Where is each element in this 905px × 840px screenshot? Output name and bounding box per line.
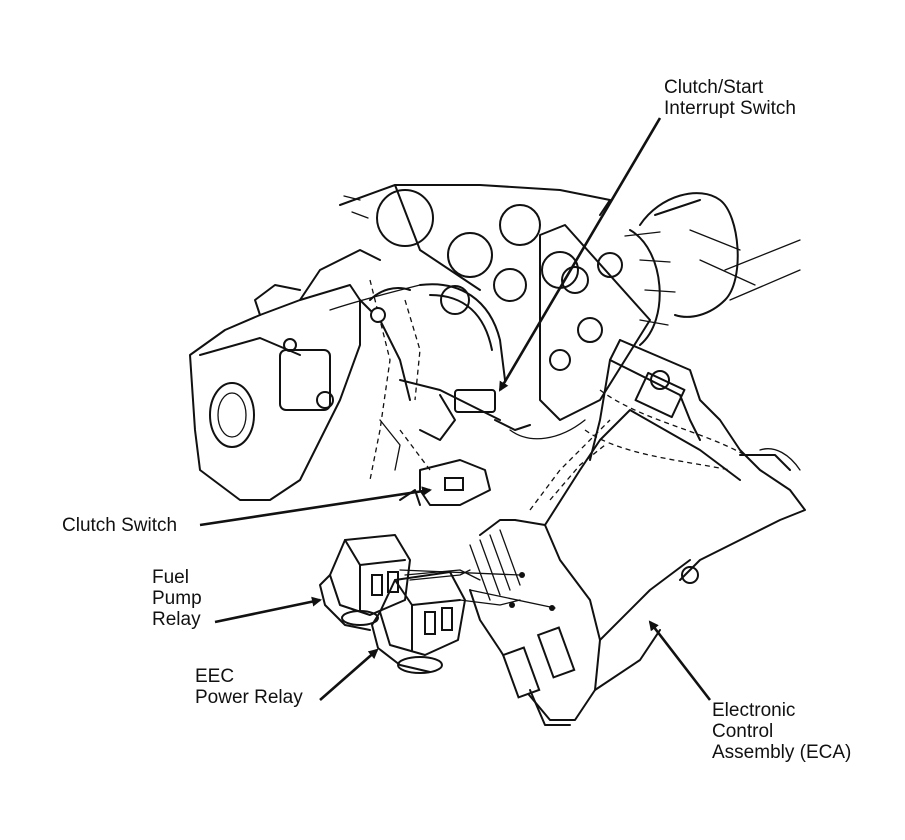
engine-block-panel [339,184,611,315]
label-line: Clutch/Start [664,77,764,98]
label-clutch-start-interrupt-switch: Clutch/Start Interrupt Switch [664,77,796,119]
label-line: Clutch Switch [62,515,178,536]
leader-eec-power-relay [319,648,379,701]
label-clutch-switch: Clutch Switch [62,515,177,536]
throttle-body [189,249,421,501]
leader-clutch-switch [199,486,432,527]
label-line: Control [712,721,774,742]
leader-clutch-start-interrupt-switch [498,117,662,392]
label-line: Interrupt Switch [664,98,796,119]
label-line: Fuel [152,567,189,588]
label-eec-power-relay: EEC Power Relay [195,666,303,708]
label-line: Assembly (ECA) [712,742,852,763]
eca-module [469,409,741,726]
label-electronic-control-assembly: Electronic Control Assembly (ECA) [712,700,851,763]
eec-power-relay [371,569,471,674]
clutch-linkage [369,283,586,506]
wiring-harness [399,569,556,609]
label-fuel-pump-relay: Fuel Pump Relay [152,567,202,630]
callout-leaders [199,117,712,701]
leader-eca [648,620,712,701]
label-line: Relay [152,609,201,630]
label-line: EEC [195,666,235,687]
leader-fuel-pump-relay [214,596,322,624]
eca-mounting-bracket [584,339,806,584]
label-line: Power Relay [195,687,303,708]
label-line: Electronic [712,700,796,721]
label-line: Pump [152,588,202,609]
flywheel-plate [539,192,801,421]
